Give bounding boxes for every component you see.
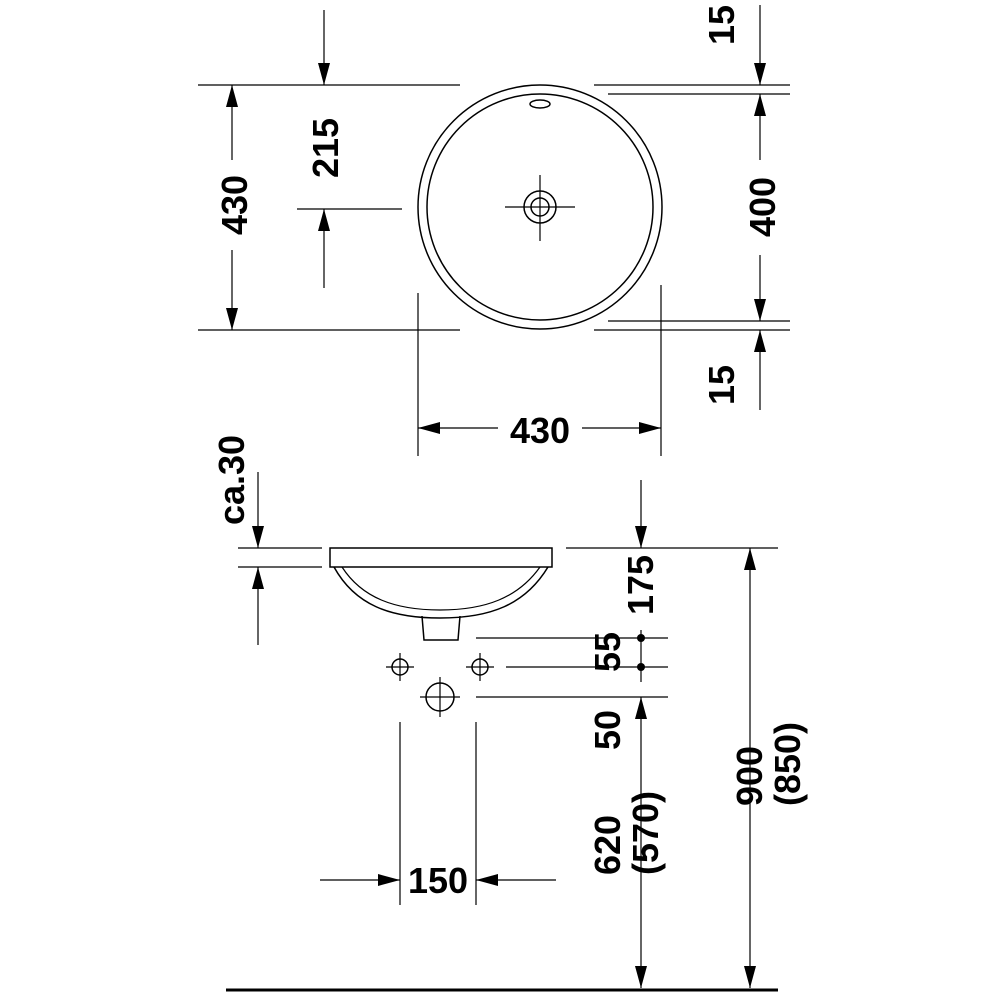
dim-rim-ca30: ca.30 bbox=[211, 435, 322, 645]
label-55: 55 bbox=[587, 632, 628, 672]
basin-inner-rim bbox=[426, 93, 654, 321]
label-900: 900 bbox=[729, 746, 770, 806]
waste-connection bbox=[420, 677, 460, 717]
overflow-hole bbox=[529, 99, 551, 109]
dim-total-900: 900 (850) bbox=[729, 548, 808, 988]
basin-rim-side bbox=[329, 547, 553, 568]
label-850: (850) bbox=[767, 722, 808, 806]
label-430-horizontal: 430 bbox=[510, 410, 570, 451]
drain bbox=[505, 175, 575, 241]
label-150: 150 bbox=[408, 860, 468, 901]
label-620: 620 bbox=[587, 815, 628, 875]
label-430-vertical: 430 bbox=[214, 175, 255, 235]
basin-bowl-inner bbox=[341, 566, 541, 611]
dim-width-430: 430 bbox=[417, 285, 662, 456]
plan-view: 430 215 15 400 bbox=[198, 5, 790, 456]
side-view: ca.30 175 55 bbox=[211, 435, 808, 992]
dim-center-215: 215 bbox=[297, 10, 402, 288]
label-215: 215 bbox=[305, 118, 346, 178]
dim-height-430: 430 bbox=[198, 84, 460, 331]
dim-depth-175: 175 bbox=[620, 480, 661, 615]
label-175: 175 bbox=[620, 555, 661, 615]
dim-outlet-620: 620 (570) bbox=[587, 697, 666, 988]
label-570: (570) bbox=[625, 791, 666, 875]
basin-bowl-outer bbox=[333, 566, 549, 619]
dim-right-plan: 15 400 15 bbox=[594, 5, 790, 410]
dim-supply-150: 150 bbox=[320, 722, 556, 905]
label-15-bottom: 15 bbox=[701, 365, 742, 405]
drain-outlet bbox=[421, 615, 461, 641]
label-50: 50 bbox=[587, 710, 628, 750]
label-15-top: 15 bbox=[701, 5, 742, 45]
basin-outer-rim bbox=[417, 84, 663, 330]
supply-connections bbox=[386, 653, 494, 681]
label-400: 400 bbox=[742, 177, 783, 237]
label-ca30: ca.30 bbox=[211, 435, 252, 525]
